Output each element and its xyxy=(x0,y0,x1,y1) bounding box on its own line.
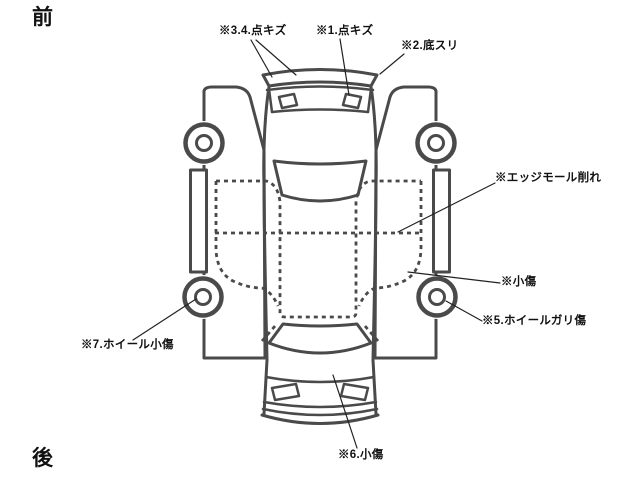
rear-window xyxy=(267,322,373,355)
leader-scratch-1 xyxy=(339,38,350,96)
leader-lines xyxy=(132,38,501,449)
annotation-scratch-3-4: ※3.4.点キズ xyxy=(219,25,287,37)
leader-small-scratch-6 xyxy=(332,374,358,449)
rear-bumper-bottom xyxy=(260,413,380,425)
wheels xyxy=(181,121,459,319)
panel-seam-dashed-lines xyxy=(214,179,423,342)
leader-scratch-3-4-b xyxy=(255,39,297,76)
wheel-front-left xyxy=(182,121,226,165)
front-fascia-left-edge xyxy=(267,87,274,114)
left-panel-outline xyxy=(202,85,267,360)
left-rocker-panel xyxy=(189,168,208,274)
annotation-edge-molding-wear: ※エッジモール削れ xyxy=(495,172,602,184)
leader-scratch-3-4-a xyxy=(250,39,273,78)
right-panel-outline xyxy=(373,85,438,360)
windshield xyxy=(272,159,368,203)
front-bumper xyxy=(261,68,379,88)
headlight-right xyxy=(341,92,363,110)
taillight-right xyxy=(339,382,370,402)
leader-bottom-scrape-2 xyxy=(379,53,405,75)
leader-wheel-small-scratch-7 xyxy=(132,298,197,341)
annotation-small-scratch-6: ※6.小傷 xyxy=(338,449,384,461)
leader-wheel-gouge-5 xyxy=(445,300,483,322)
leader-small-scratch-side xyxy=(407,271,501,284)
front-label: 前 xyxy=(32,6,53,29)
annotation-bottom-scrape-2: ※2.底スリ xyxy=(401,40,459,52)
tail-panel-edge xyxy=(264,375,376,384)
rear-bumper-crease-1 xyxy=(262,400,378,409)
car-body xyxy=(260,68,380,425)
left-side-panel xyxy=(189,85,267,360)
front-fascia-right-edge xyxy=(366,87,373,114)
annotation-scratch-1: ※1.点キズ xyxy=(316,25,374,37)
wheel-rear-right xyxy=(415,275,459,319)
right-rocker-panel xyxy=(432,168,451,274)
right-door-dashed-line xyxy=(357,181,423,307)
hood-leading-edge xyxy=(270,108,370,114)
annotation-wheel-gouge-5: ※5.ホイールガリ傷 xyxy=(482,315,587,327)
left-c-pillar-dashed-line xyxy=(260,325,277,342)
right-c-pillar-dashed-line xyxy=(363,325,380,342)
door-top-dashed-line xyxy=(216,179,421,319)
annotation-wheel-small-scratch-7: ※7.ホイール小傷 xyxy=(81,339,174,351)
wheel-rear-left xyxy=(181,275,225,319)
front-bumper-crease xyxy=(265,85,375,92)
rear-bumper-crease-2 xyxy=(261,407,379,417)
taillight-left xyxy=(270,382,301,402)
wheel-front-right xyxy=(414,121,458,165)
headlight-left xyxy=(277,92,299,110)
annotation-small-scratch-side: ※小傷 xyxy=(501,276,537,288)
right-side-panel xyxy=(373,85,451,360)
body-left-edge xyxy=(262,85,271,416)
body-right-edge xyxy=(369,85,378,416)
left-door-dashed-line xyxy=(214,181,280,307)
rear-label: 後 xyxy=(32,447,53,470)
leader-edge-molding xyxy=(397,182,496,233)
